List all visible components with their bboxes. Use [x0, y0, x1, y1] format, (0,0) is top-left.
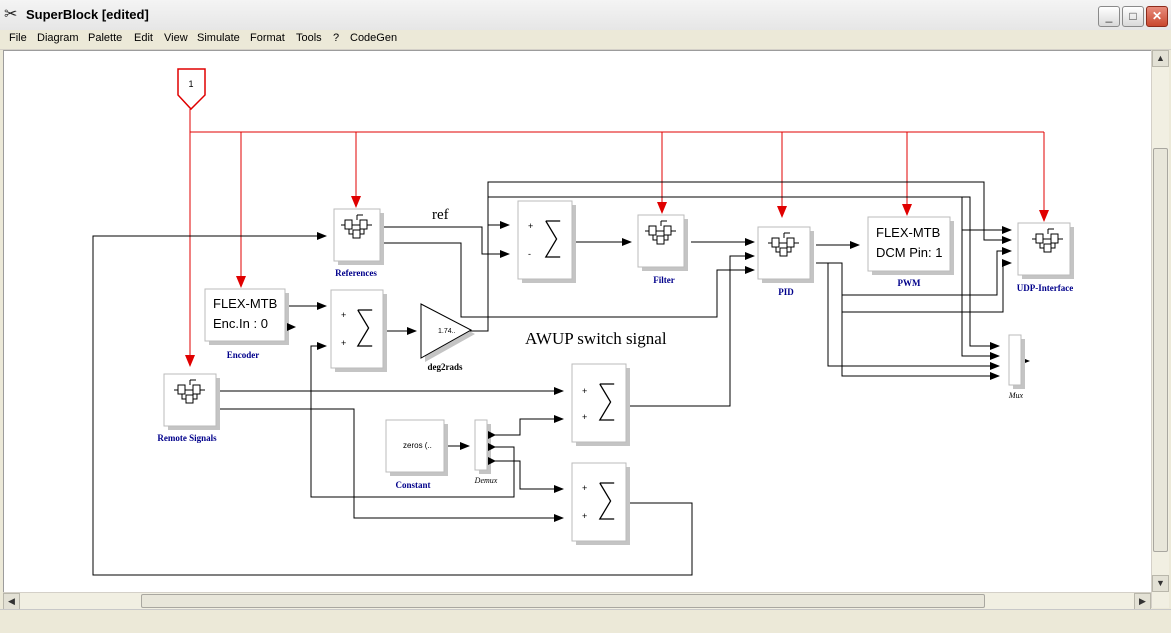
vertical-scrollbar[interactable]: ▲ ▼: [1151, 50, 1169, 608]
constant-label: Constant: [395, 480, 430, 490]
scroll-down-icon[interactable]: ▼: [1152, 575, 1169, 592]
menu-diagram[interactable]: Diagram: [37, 32, 79, 44]
title-bar: ✂ SuperBlock [edited] _ □ ✕: [0, 0, 1171, 31]
encoder-label: Encoder: [227, 350, 260, 360]
scroll-left-icon[interactable]: ◀: [3, 593, 20, 610]
gain-label: deg2rads: [427, 362, 463, 372]
minimize-button[interactable]: _: [1098, 6, 1120, 27]
sum-block-4[interactable]: + +: [571, 462, 630, 545]
mux-label: Mux: [1008, 391, 1024, 400]
menu-view[interactable]: View: [164, 32, 188, 44]
pwm-line2: DCM Pin: 1: [876, 245, 942, 260]
ref-label: ref: [432, 207, 449, 223]
references-label: References: [335, 268, 377, 278]
menu-format[interactable]: Format: [250, 32, 285, 44]
menu-help[interactable]: ?: [333, 32, 340, 44]
menu-bar: File Diagram Palette Edit View Simulate …: [0, 30, 1171, 50]
pwm-line1: FLEX-MTB: [876, 225, 940, 240]
constant-block[interactable]: zeros (.. Constant: [385, 419, 448, 490]
menu-file[interactable]: File: [9, 32, 27, 44]
gain-value: 1.74..: [438, 328, 456, 335]
encoder-block[interactable]: FLEX-MTB Enc.In : 0 Encoder: [204, 288, 296, 360]
window-title: SuperBlock [edited]: [26, 7, 149, 22]
status-bar: [0, 609, 1171, 633]
mux-block[interactable]: Mux: [1008, 334, 1025, 400]
input-port-1[interactable]: 1: [177, 68, 206, 111]
filter-label: Filter: [653, 275, 675, 285]
sum-block-3[interactable]: + +: [571, 363, 630, 446]
encoder-line2: Enc.In : 0: [213, 316, 268, 331]
pid-label: PID: [778, 287, 794, 297]
sum4-plus-b: +: [582, 511, 587, 521]
menu-tools[interactable]: Tools: [296, 32, 322, 44]
menu-codegen[interactable]: CodeGen: [350, 32, 398, 44]
sum3-plus-a: +: [582, 386, 587, 396]
gain-block[interactable]: 1.74.. deg2rads: [420, 303, 475, 372]
sum3-plus-b: +: [582, 412, 587, 422]
menu-edit[interactable]: Edit: [134, 32, 153, 44]
constant-value: zeros (..: [403, 441, 432, 450]
data-links: [92, 181, 1030, 576]
remote-signals-label: Remote Signals: [157, 433, 217, 443]
sum2-plus-b: +: [341, 338, 346, 348]
scroll-right-icon[interactable]: ▶: [1134, 593, 1151, 610]
menu-palette[interactable]: Palette: [88, 32, 123, 44]
maximize-button[interactable]: □: [1122, 6, 1144, 27]
pwm-block[interactable]: FLEX-MTB DCM Pin: 1 PWM: [867, 216, 954, 288]
awup-label: AWUP switch signal: [525, 329, 667, 348]
references-block[interactable]: References: [333, 208, 384, 278]
sum-block-1[interactable]: + -: [517, 200, 576, 283]
diagram-svg: References ref + - Filter PID FLEX-MTB D…: [92, 68, 1074, 576]
pwm-label: PWM: [898, 278, 921, 288]
diagram-canvas[interactable]: References ref + - Filter PID FLEX-MTB D…: [3, 50, 1152, 593]
sum1-plus: +: [528, 221, 533, 231]
encoder-line1: FLEX-MTB: [213, 296, 277, 311]
close-button[interactable]: ✕: [1146, 6, 1168, 27]
udp-label: UDP-Interface: [1017, 283, 1073, 293]
scroll-up-icon[interactable]: ▲: [1152, 50, 1169, 67]
sum1-minus: -: [528, 249, 531, 259]
horizontal-scroll-thumb[interactable]: [141, 594, 985, 608]
menu-simulate[interactable]: Simulate: [197, 32, 240, 44]
filter-block[interactable]: Filter: [637, 214, 688, 285]
sum4-plus-a: +: [582, 483, 587, 493]
app-icon: ✂: [4, 6, 18, 23]
pid-block[interactable]: PID: [757, 226, 814, 297]
demux-block[interactable]: Demux: [474, 419, 498, 485]
event-links: [185, 109, 1049, 367]
vertical-scroll-thumb[interactable]: [1153, 148, 1168, 552]
sum2-plus-a: +: [341, 310, 346, 320]
horizontal-scrollbar[interactable]: ◀ ▶: [3, 592, 1151, 610]
udp-interface-block[interactable]: UDP-Interface: [1017, 222, 1074, 293]
demux-label: Demux: [474, 476, 498, 485]
input-port-label: 1: [188, 79, 193, 89]
sum-block-2[interactable]: + +: [330, 289, 387, 372]
remote-signals-block[interactable]: Remote Signals: [157, 373, 220, 443]
